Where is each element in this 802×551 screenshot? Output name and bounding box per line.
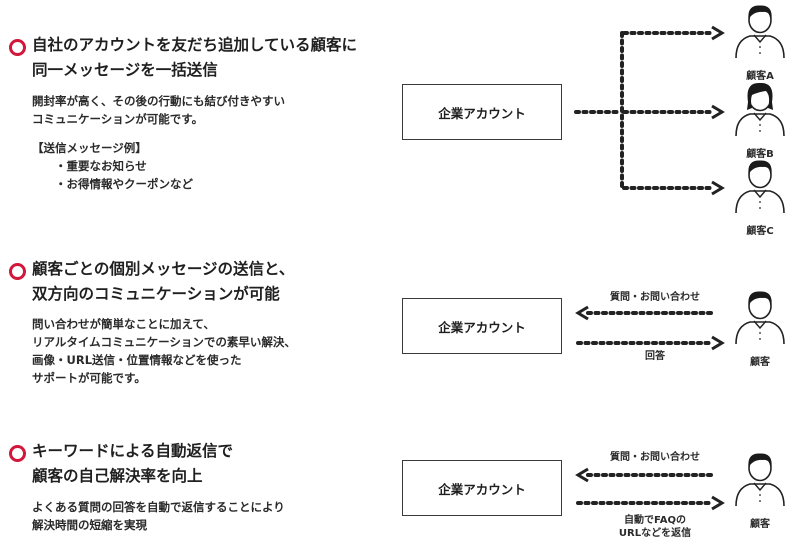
broadcast-arrows [574, 25, 725, 196]
customer-label-3: 顧客 [750, 519, 770, 530]
company-account-box-2: 企業アカウント [402, 298, 562, 354]
section2-body-line2: リアルタイムコミュニケーションでの素早い解決、 [32, 335, 296, 349]
inquiry-label-3: 質問・お問い合わせ [610, 452, 700, 463]
auto-reply-label-3b: URLなどを返信 [618, 528, 692, 539]
section2-heading-line1: 顧客ごとの個別メッセージの送信と、 [32, 260, 295, 278]
section3-heading-line1: キーワードによる自動返信で [32, 442, 234, 460]
section1-heading-line2: 同一メッセージを一括送信 [32, 61, 218, 79]
two-way-arrows-2 [575, 305, 725, 351]
red-circle-icon [9, 39, 26, 56]
customer-icon-2 [735, 291, 785, 345]
customer-label-2: 顧客 [750, 357, 770, 368]
section1-bullet-2: ・お得情報やクーポンなど [55, 177, 193, 191]
inquiry-label-2: 質問・お問い合わせ [610, 292, 700, 303]
section1-body-line1: 開封率が高く、その後の行動にも結び付きやすい [32, 94, 285, 108]
section1-heading-line1: 自社のアカウントを友だち追加している顧客に [32, 36, 358, 54]
section2-body-line3: 画像・URL送信・位置情報などを使った [32, 353, 242, 367]
customer-c-icon [735, 160, 785, 214]
section2-body-line4: サポートが可能です。 [32, 371, 146, 385]
red-circle-icon [9, 445, 26, 462]
section1-body-line2: コミュニケーションが可能です。 [32, 112, 204, 126]
red-circle-icon [9, 263, 26, 280]
customer-a-label: 顧客A [746, 71, 774, 82]
customer-icon-3 [735, 453, 785, 507]
section1-bullet-1: ・重要なお知らせ [55, 159, 147, 173]
section3-heading-line2: 顧客の自己解決率を向上 [32, 467, 203, 485]
company-account-box-1: 企業アカウント [402, 84, 562, 140]
customer-b-icon [735, 82, 785, 137]
section1-example-title: 【送信メッセージ例】 [32, 141, 147, 155]
company-account-box-3: 企業アカウント [402, 460, 562, 516]
auto-reply-label-3a: 自動でFAQの [624, 515, 686, 526]
section3-body-line1: よくある質問の回答を自動で返信することにより [32, 500, 285, 514]
two-way-arrows-3 [575, 467, 725, 511]
customer-c-label: 顧客C [746, 226, 774, 237]
answer-label-2: 回答 [645, 351, 665, 362]
section3-body-line2: 解決時間の短縮を実現 [32, 518, 147, 532]
customer-a-icon [735, 5, 785, 59]
section2-heading-line2: 双方向のコミュニケーションが可能 [32, 285, 280, 303]
customer-b-label: 顧客B [746, 149, 774, 160]
section2-body-line1: 問い合わせが簡単なことに加えて、 [32, 317, 215, 331]
